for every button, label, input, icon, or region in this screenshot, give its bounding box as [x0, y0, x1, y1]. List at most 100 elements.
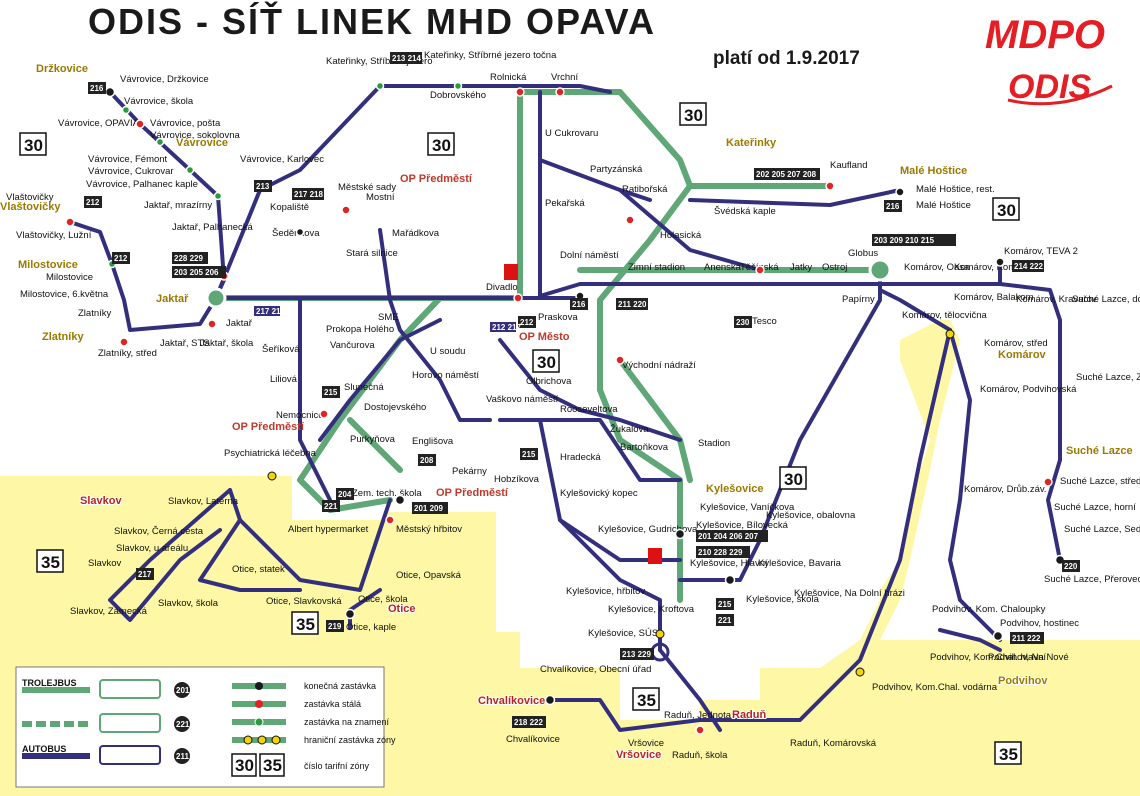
stop-label: Jaktař, Palhanecká: [172, 222, 254, 233]
stop-label: Otice, kaple: [346, 622, 396, 633]
stop-label: Zimní stadion: [628, 262, 685, 273]
stop-label: Dostojevského: [364, 402, 426, 413]
stop-label: Globus: [848, 248, 878, 259]
svg-text:215: 215: [522, 450, 536, 459]
stop-label: Slavkov: [88, 558, 122, 569]
bus-icon: [99, 745, 161, 765]
svg-text:212 217: 212 217: [492, 323, 521, 332]
line-tag: 217 218: [292, 188, 324, 200]
stop-label: Slavkov, Zámecká: [70, 606, 148, 617]
svg-text:30: 30: [784, 470, 803, 489]
stop-label: Městské sady: [338, 182, 396, 193]
stop-terminal: [295, 227, 305, 237]
svg-text:213 229: 213 229: [622, 650, 651, 659]
district-label: Vlaštovičky: [0, 201, 61, 213]
svg-text:ODIS: ODIS: [1008, 68, 1091, 106]
stop-label: Švédská kaple: [714, 206, 776, 217]
stop-zone-border: [267, 471, 277, 481]
info-markers: [504, 264, 662, 564]
stop-label: Komárov, Oasa: [904, 262, 970, 273]
stop-label: Milostovice: [46, 272, 93, 283]
line-tag: 208: [418, 454, 436, 466]
stop-label: Jaktař, mrazírny: [144, 200, 212, 211]
legend-bus: AUTOBUS: [22, 744, 66, 754]
trolleybus-icon: [99, 679, 161, 699]
stop-label: Partyzánská: [590, 164, 643, 175]
stop-label: Otice, škola: [358, 594, 408, 605]
line-tag: 216: [88, 82, 106, 94]
stop-label: Rolnická: [490, 72, 527, 83]
svg-text:202 205 207 208: 202 205 207 208: [756, 170, 817, 179]
info-icon: [504, 264, 518, 280]
svg-text:213: 213: [256, 182, 270, 191]
svg-text:216: 216: [886, 202, 900, 211]
stop-label: Mařádkova: [392, 228, 440, 239]
stop-label: Podvihov, Kom.Chal. hlavní: [930, 652, 1046, 663]
stop-label: Vávrovice, Fémont: [88, 154, 168, 165]
line-tag: 219: [326, 620, 344, 632]
stop-label: Slavkov, Černá cesta: [114, 526, 204, 537]
legend-fixed: zastávka stálá: [304, 699, 361, 709]
stop-request: [185, 165, 195, 175]
stop-label: Prokopa Holého: [326, 324, 394, 335]
stop-label: Suché Lazce, horní: [1054, 502, 1136, 513]
stop-label: Purkyňova: [350, 434, 396, 445]
stop-terminal: [992, 630, 1004, 642]
district-label: Vršovice: [616, 749, 661, 761]
legend-zone-b: 35: [263, 756, 282, 775]
zone-35-label: 35: [632, 687, 660, 711]
stop-label: Kylešovice, Bílovecká: [696, 520, 789, 531]
stop-fixed: [555, 87, 565, 97]
district-label: Držkovice: [36, 63, 88, 75]
stop-label: Otice, statek: [232, 564, 285, 575]
line-tag: 202 205 207 208: [754, 168, 820, 180]
district-label: Komárov: [998, 349, 1047, 361]
stop-request: [213, 191, 223, 201]
stop-zone-border: [945, 329, 955, 339]
stops: [65, 81, 1066, 735]
stop-label: Vlaštovičky, Lužní: [16, 230, 92, 241]
stop-labels: Vávrovice, Držkovice Vávrovice, škola Vá…: [6, 50, 1140, 761]
zone-35-label: 35: [36, 549, 64, 573]
validity-date: platí od 1.9.2017: [713, 48, 860, 69]
zone-labels: 30 30 30 30 30 30 35 35 35 35: [19, 102, 1022, 765]
stop-label: Anenská: [704, 262, 742, 273]
op-label: OP Předměstí: [400, 173, 473, 185]
line-tag: 214 222: [1012, 260, 1044, 272]
zone-border-stop-icon: [243, 735, 253, 745]
stop-label: Stará silnice: [346, 248, 398, 259]
stop-terminal: [205, 287, 227, 309]
stop-label: Kopaliště: [270, 202, 309, 213]
stop-label: Komárov, Balakom: [954, 292, 1034, 303]
stop-label: Divadlo: [486, 282, 518, 293]
stop-label: Hobzíkova: [494, 474, 540, 485]
line-tag: 201 204 206 207: [696, 530, 768, 542]
stop-label: Vávrovice, Držkovice: [120, 74, 209, 85]
stop-label: Raduň, škola: [672, 750, 728, 761]
svg-text:210 228 229: 210 228 229: [698, 548, 743, 557]
stop-label: Malé Hoštice, rest.: [916, 184, 995, 195]
stop-label: Suché Lazce, Přerovec: [1044, 574, 1140, 585]
stop-label: Liliová: [270, 374, 298, 385]
legend-terminal: konečná zastávka: [304, 681, 376, 691]
stop-label: Kylešovice, hřbitov: [566, 586, 645, 597]
district-label: Milostovice: [18, 259, 78, 271]
stop-label: Vaškovo náměstí: [486, 394, 559, 405]
stop-terminal: [724, 574, 736, 586]
zone-30-label: 30: [19, 132, 47, 156]
stop-fixed: [319, 409, 329, 419]
svg-text:221: 221: [718, 616, 732, 625]
svg-text:220: 220: [1064, 562, 1078, 571]
svg-text:215: 215: [718, 600, 732, 609]
zone-30-label: 30: [679, 102, 707, 126]
stop-label: Městský hřbitov: [396, 524, 462, 535]
stop-label: Slavkov, u areálu: [116, 543, 188, 554]
terminal-stop-icon: [255, 682, 263, 690]
op-label: OP Předměstí: [232, 421, 305, 433]
stop-label: Kaufland: [830, 160, 868, 171]
stop-label: Otice, Opavská: [396, 570, 462, 581]
district-label: Kateřinky: [726, 137, 777, 149]
line-tag: 217: [136, 568, 154, 580]
svg-text:204: 204: [338, 490, 352, 499]
